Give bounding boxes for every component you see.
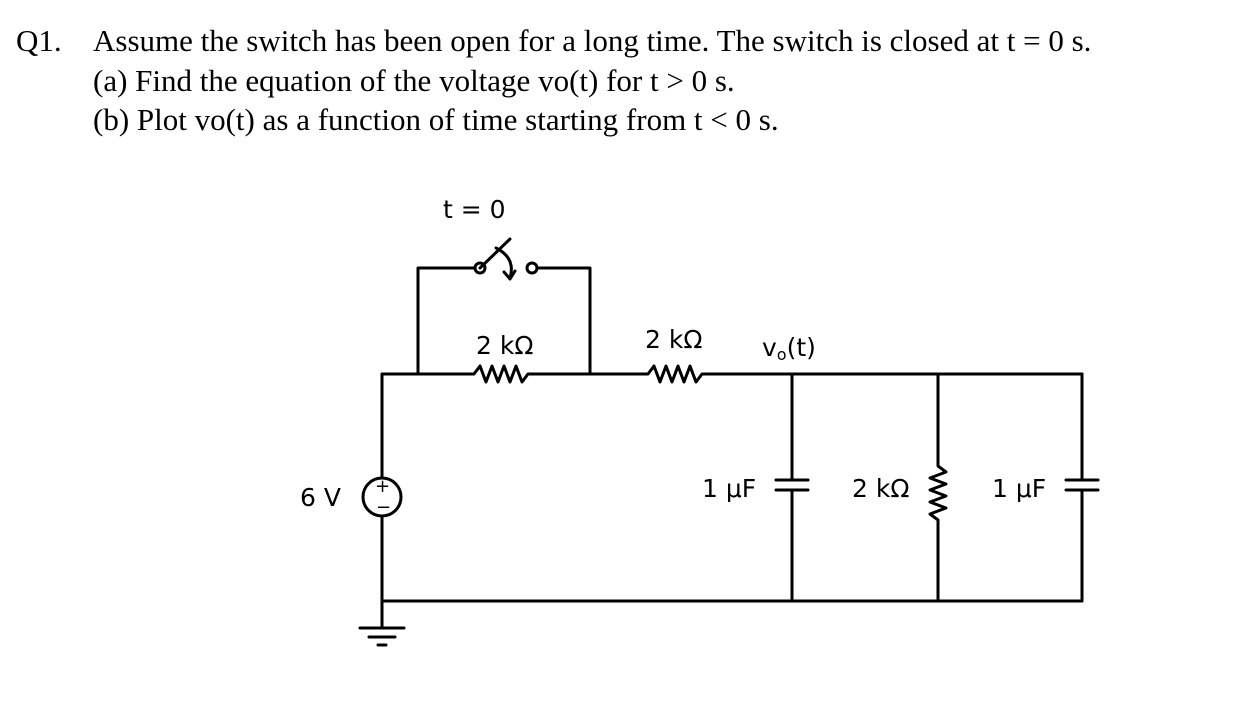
resistor-series-label: 2 kΩ	[645, 325, 702, 354]
wire-switch-loop-left	[416, 266, 477, 376]
switch-blade	[478, 237, 512, 270]
question-part-b: (b) Plot vo(t) as a function of time sta…	[93, 102, 779, 137]
question-number: Q1.	[16, 23, 62, 58]
source-label: 6 V	[300, 483, 341, 512]
wire-top-left	[380, 372, 420, 480]
cap1-label: 1 μF	[702, 474, 756, 503]
wire-switch-loop-right	[535, 266, 592, 376]
source-plus-sign: +	[375, 476, 390, 497]
question-part-a: (a) Find the equation of the voltage vo(…	[93, 63, 735, 98]
wire-bottom	[380, 514, 1084, 603]
switch-label: t = 0	[443, 195, 506, 224]
resistor-shunt	[928, 372, 948, 603]
source-minus-sign: −	[376, 497, 391, 518]
resistor-parallel-switch	[416, 364, 592, 384]
switch-arrow-head	[502, 269, 517, 281]
resistor-parallel-switch-label: 2 kΩ	[476, 331, 533, 360]
cap2-label: 1 μF	[992, 474, 1046, 503]
voltage-source	[361, 476, 403, 518]
question-statement: Assume the switch has been open for a lo…	[93, 23, 1092, 58]
switch-action-arrow	[494, 246, 513, 280]
switch-terminal-right	[525, 261, 539, 275]
vout-label: vo(t)	[762, 333, 816, 364]
resistor-shunt-label: 2 kΩ	[852, 474, 909, 503]
resistor-series	[588, 364, 1084, 384]
